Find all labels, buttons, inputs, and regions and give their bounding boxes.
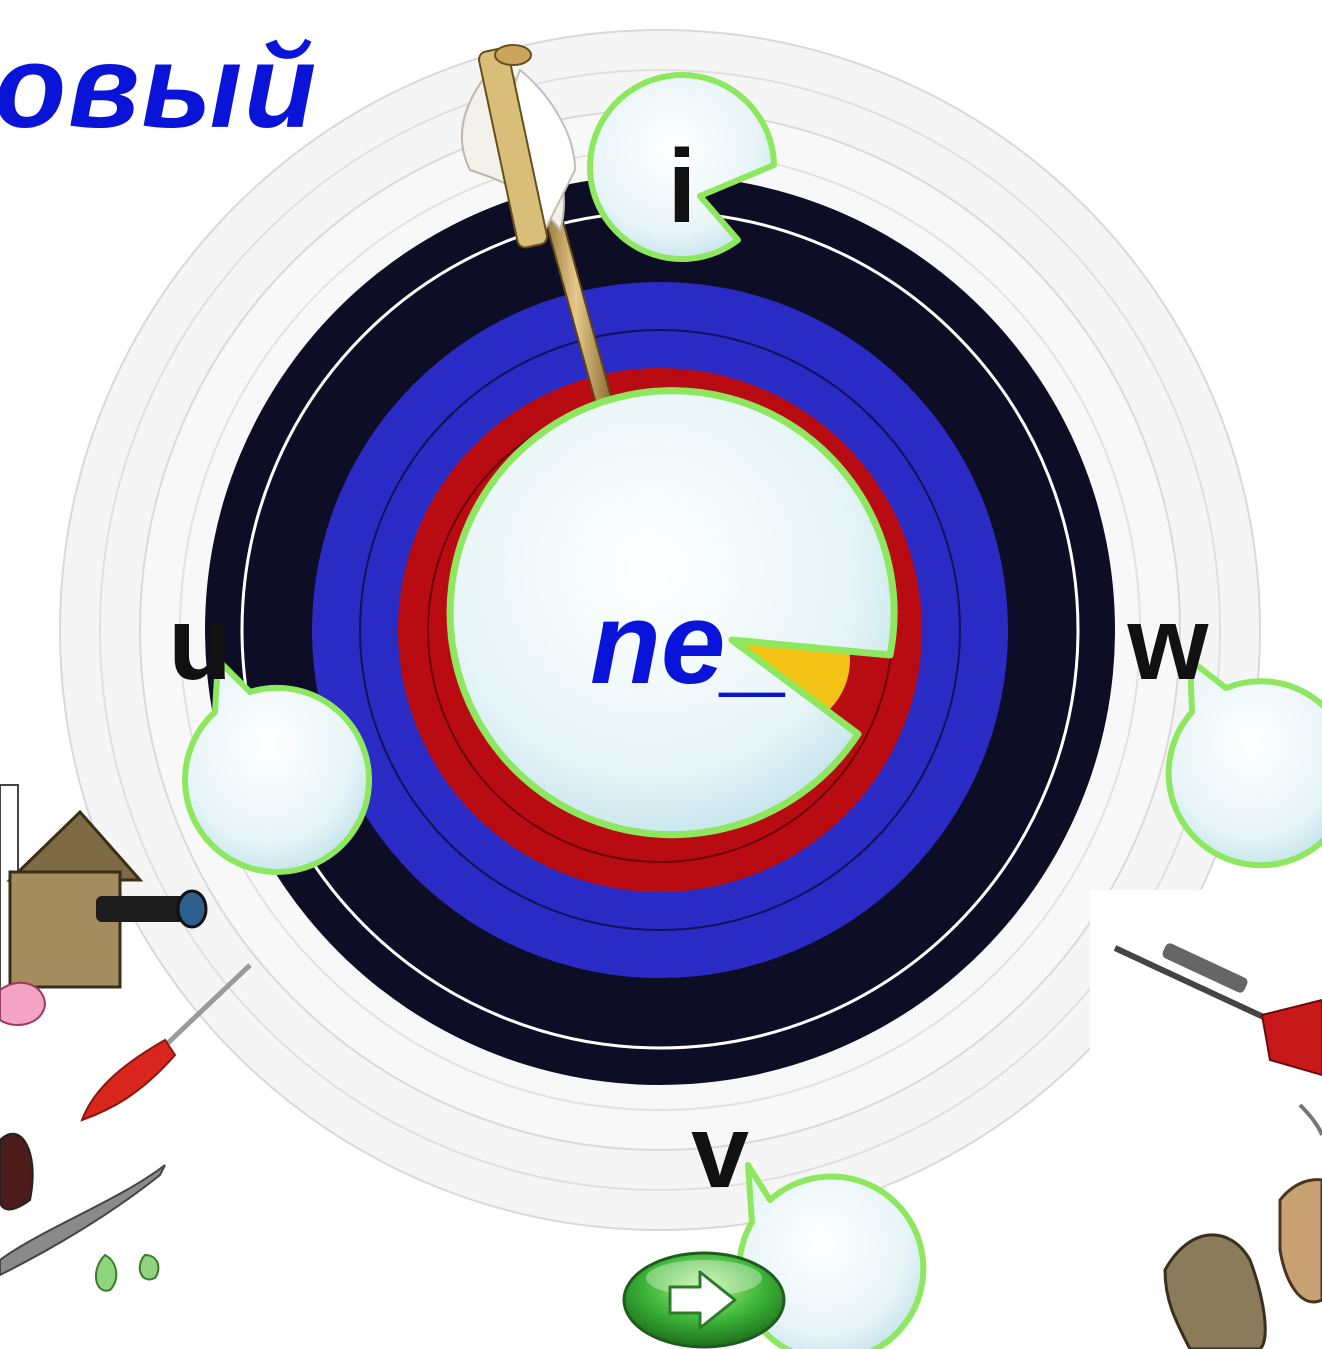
birdhouse-icon [0, 784, 208, 1292]
choice-button-v[interactable] [634, 1040, 818, 1224]
word-with-blank: ne_ [590, 578, 790, 708]
choice-button-u[interactable] [106, 530, 290, 714]
choice-button-i[interactable] [588, 80, 772, 264]
dart-right-icon [1090, 890, 1322, 1077]
bubble-i [587, 71, 777, 262]
bubble-w [1165, 657, 1322, 869]
page-title: овый [0, 21, 319, 153]
bubble-u [182, 657, 373, 875]
next-button-graphic [622, 1251, 786, 1349]
red-dart-icon [80, 963, 252, 1122]
arrow-right-icon [668, 1270, 737, 1330]
next-button[interactable] [624, 1250, 784, 1346]
center-word-bubble [446, 387, 898, 839]
arrow-in-target-icon [461, 44, 614, 406]
choice-button-w[interactable] [1074, 530, 1258, 714]
cartoon-figure-icon [1163, 1103, 1322, 1349]
